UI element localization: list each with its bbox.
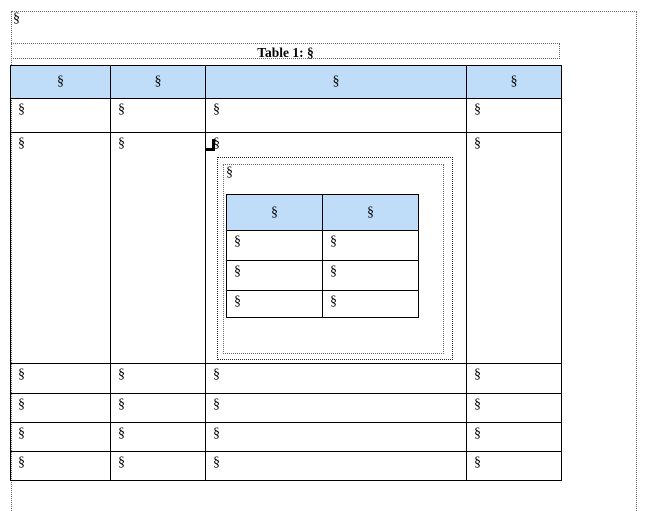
body-cell[interactable]: § [10, 393, 111, 423]
header-cell[interactable]: § [466, 65, 562, 99]
nested-table-header-row: § § [226, 194, 419, 231]
body-cell[interactable]: § [205, 98, 467, 133]
main-table-header-row: § § § § [10, 65, 562, 99]
table-row: § § § § § § [10, 132, 562, 364]
body-cell[interactable]: § [205, 393, 467, 423]
table-row: § § [226, 260, 419, 291]
nested-table[interactable]: § § § § § § [226, 194, 419, 318]
body-cell[interactable]: § [466, 393, 562, 423]
header-cell[interactable]: § [205, 65, 467, 99]
nested-body-cell[interactable]: § [226, 290, 323, 318]
header-cell[interactable]: § [110, 65, 206, 99]
body-cell-with-frame[interactable]: § § § § [205, 132, 467, 364]
table-caption[interactable]: Table 1: § [11, 43, 560, 60]
body-cell[interactable]: § [466, 98, 562, 133]
body-cell[interactable]: § [10, 98, 111, 133]
nested-body-cell[interactable]: § [226, 260, 323, 291]
header-cell[interactable]: § [10, 65, 111, 99]
main-table[interactable]: § § § § § § § § § § § § [10, 65, 562, 481]
nested-body-cell[interactable]: § [322, 230, 419, 261]
table-row: § § § § [10, 451, 562, 481]
paragraph-mark: § [226, 165, 233, 180]
body-cell[interactable]: § [110, 132, 206, 364]
body-cell[interactable]: § [205, 451, 467, 481]
body-cell[interactable]: § [110, 363, 206, 394]
body-cell[interactable]: § [466, 132, 562, 364]
body-cell[interactable]: § [205, 422, 467, 452]
table-row: § § § § [10, 393, 562, 423]
table-row: § § § § [10, 98, 562, 133]
body-cell[interactable]: § [10, 363, 111, 394]
body-cell[interactable]: § [10, 422, 111, 452]
table-row: § § § § [10, 363, 562, 394]
body-cell[interactable]: § [110, 98, 206, 133]
body-cell[interactable]: § [205, 363, 467, 394]
paragraph-mark: § [213, 136, 220, 151]
nested-header-cell[interactable]: § [322, 194, 419, 231]
frame-anchor-icon[interactable] [205, 139, 215, 151]
table-row: § § [226, 290, 419, 318]
table-row: § § [226, 230, 419, 261]
body-cell[interactable]: § [110, 422, 206, 452]
table-row: § § § § [10, 422, 562, 452]
body-cell[interactable]: § [10, 451, 111, 481]
body-cell[interactable]: § [466, 422, 562, 452]
nested-body-cell[interactable]: § [322, 290, 419, 318]
nested-body-cell[interactable]: § [226, 230, 323, 261]
body-cell[interactable]: § [466, 363, 562, 394]
caption-text: Table 1: § [257, 45, 314, 60]
body-cell[interactable]: § [110, 451, 206, 481]
nested-header-cell[interactable]: § [226, 194, 323, 231]
text-frame[interactable]: § § § § § [217, 157, 453, 360]
frame-text-boundary: § § § § § [223, 164, 444, 354]
body-cell[interactable]: § [466, 451, 562, 481]
nested-body-cell[interactable]: § [322, 260, 419, 291]
body-cell[interactable]: § [110, 393, 206, 423]
paragraph-mark: § [13, 11, 20, 26]
body-cell[interactable]: § [10, 132, 111, 364]
